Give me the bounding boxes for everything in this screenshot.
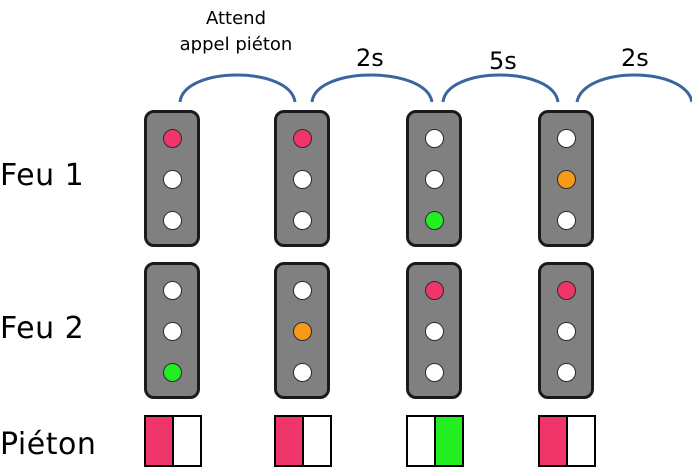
pedestrian-signal-state-1	[144, 415, 202, 467]
pedestrian-green-lamp-icon	[174, 417, 200, 465]
pedestrian-green-lamp-icon	[568, 417, 594, 465]
feu-2-signal-state-4	[538, 262, 594, 399]
orange-lamp-icon	[424, 322, 444, 341]
pedestrian-green-lamp-icon	[304, 417, 330, 465]
green-lamp-icon	[556, 211, 576, 230]
transition-arc-1	[178, 73, 297, 103]
feu-1-signal-state-3	[406, 110, 462, 247]
pieton-label: Piéton	[0, 427, 97, 462]
pedestrian-red-lamp-icon	[276, 417, 304, 465]
red-lamp-icon	[162, 281, 182, 300]
duration-label-3: 2s	[621, 44, 649, 72]
pedestrian-green-lamp-icon	[436, 417, 462, 465]
feu-2-label: Feu 2	[0, 311, 85, 346]
feu-1-signal-state-4	[538, 110, 594, 247]
red-lamp-icon	[424, 281, 444, 300]
orange-lamp-icon	[424, 170, 444, 189]
wait-caption: Attend appel piéton	[160, 6, 312, 58]
orange-lamp-icon	[556, 322, 576, 341]
green-lamp-icon	[424, 211, 444, 230]
feu-1-label: Feu 1	[0, 158, 85, 193]
green-lamp-icon	[292, 211, 312, 230]
orange-lamp-icon	[162, 322, 182, 341]
red-lamp-icon	[556, 281, 576, 300]
red-lamp-icon	[424, 129, 444, 148]
pedestrian-red-lamp-icon	[408, 417, 436, 465]
green-lamp-icon	[162, 363, 182, 382]
red-lamp-icon	[162, 129, 182, 148]
green-lamp-icon	[556, 363, 576, 382]
orange-lamp-icon	[292, 170, 312, 189]
orange-lamp-icon	[292, 322, 312, 341]
green-lamp-icon	[292, 363, 312, 382]
pedestrian-red-lamp-icon	[146, 417, 174, 465]
orange-lamp-icon	[556, 170, 576, 189]
feu-1-signal-state-2	[274, 110, 330, 247]
transition-arc-3	[441, 73, 560, 103]
transition-arc-4	[575, 73, 692, 103]
wait-caption-line-2: appel piéton	[179, 34, 293, 55]
red-lamp-icon	[292, 281, 312, 300]
wait-caption-line-1: Attend	[205, 8, 267, 29]
feu-1-signal-state-1	[144, 110, 200, 247]
orange-lamp-icon	[162, 170, 182, 189]
green-lamp-icon	[424, 363, 444, 382]
pedestrian-red-lamp-icon	[540, 417, 568, 465]
feu-2-signal-state-1	[144, 262, 200, 399]
feu-2-signal-state-2	[274, 262, 330, 399]
red-lamp-icon	[292, 129, 312, 148]
pedestrian-signal-state-3	[406, 415, 464, 467]
transition-arc-2	[310, 73, 434, 103]
duration-label-1: 2s	[356, 44, 384, 72]
pedestrian-signal-state-2	[274, 415, 332, 467]
duration-label-2: 5s	[489, 47, 517, 75]
pedestrian-signal-state-4	[538, 415, 596, 467]
red-lamp-icon	[556, 129, 576, 148]
green-lamp-icon	[162, 211, 182, 230]
feu-2-signal-state-3	[406, 262, 462, 399]
